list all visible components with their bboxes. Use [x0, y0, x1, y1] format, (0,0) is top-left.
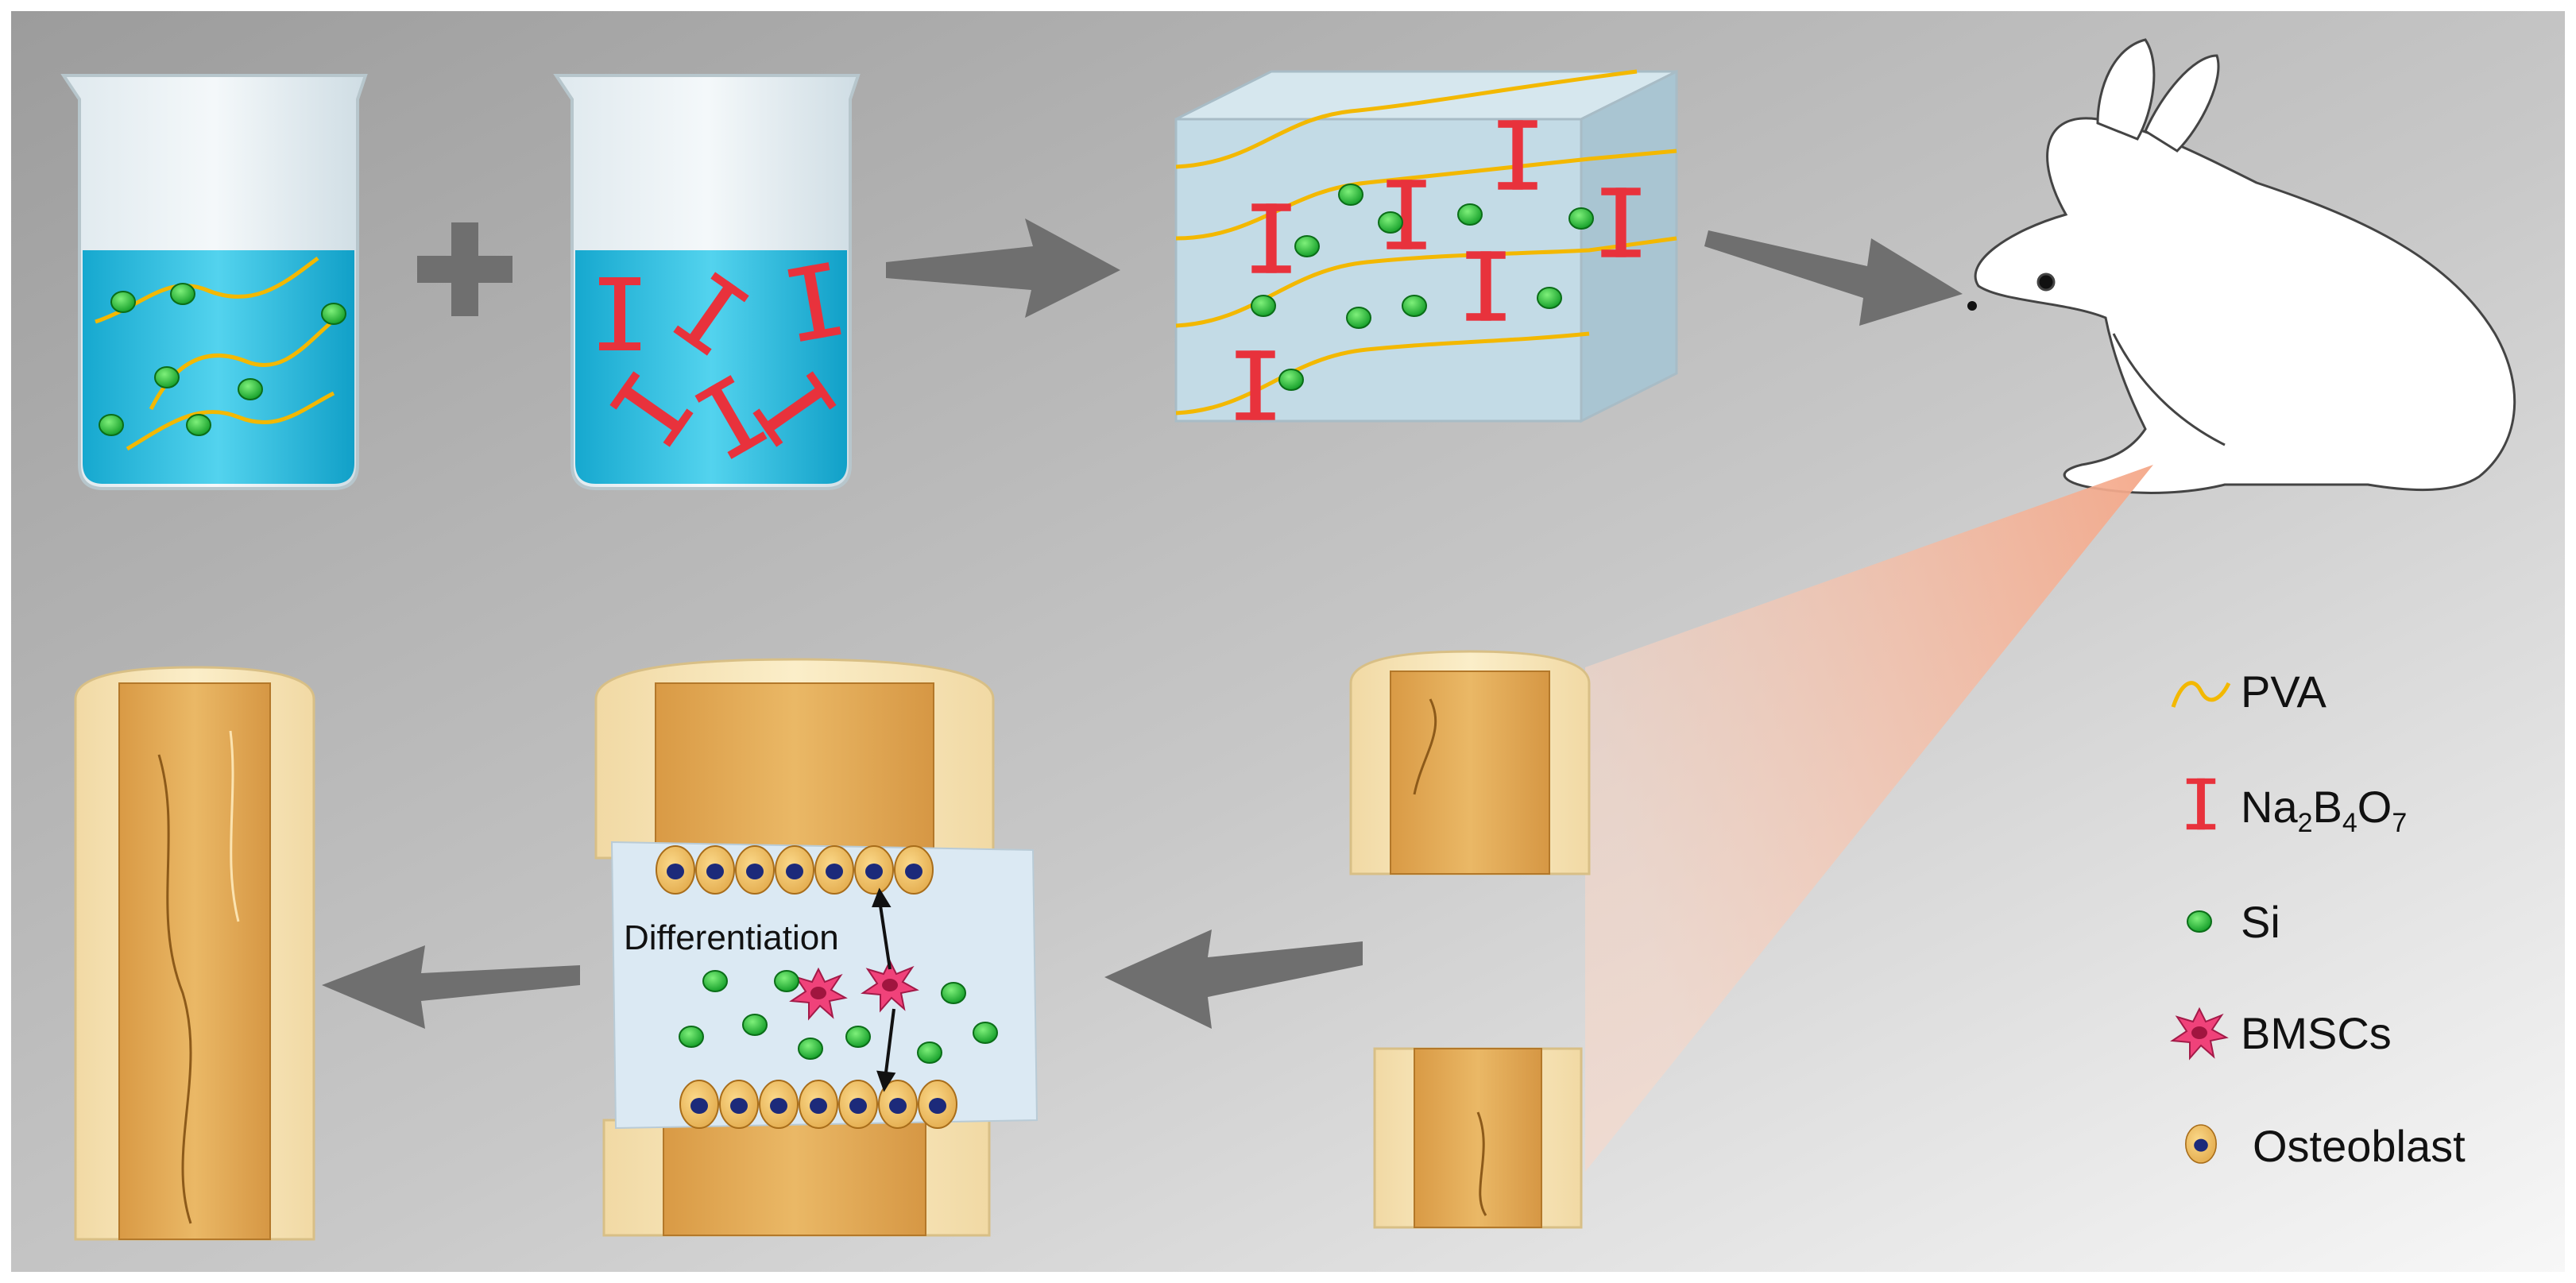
- legend-label-osteoblast: Osteoblast: [2253, 1121, 2466, 1171]
- legend-item-borax: Na2B4O7: [2186, 778, 2407, 838]
- si-particle: [110, 291, 136, 313]
- osteoblast-cell-icon: [2185, 1124, 2217, 1164]
- hydrogel-block: [1174, 69, 1678, 423]
- arrow-to-treatment: [1104, 929, 1363, 1029]
- green-oval-icon: [2187, 910, 2212, 933]
- bone-healed: [74, 666, 315, 1241]
- plus-icon: [417, 222, 512, 316]
- si-particle: [154, 366, 180, 388]
- legend-label-borax: Na2B4O7: [2241, 782, 2407, 838]
- beaker-borax: [553, 74, 861, 490]
- si-particle: [186, 414, 211, 436]
- legend-item-pva: PVA: [2171, 667, 2327, 717]
- zoom-cone: [1585, 465, 2153, 1172]
- arrow-to-healed-bone: [322, 945, 580, 1029]
- si-particle: [321, 303, 346, 325]
- rabbit-illustration: [1967, 38, 2516, 494]
- beaker-pva-si: [60, 74, 368, 490]
- legend-item-osteoblast: Osteoblast: [2185, 1121, 2466, 1171]
- legend-item-bmsc: BMSCs: [2172, 1008, 2392, 1059]
- si-particle: [238, 378, 263, 400]
- legend-item-si: Si: [2187, 897, 2280, 947]
- si-particle: [99, 414, 124, 436]
- bone-with-defect: [1349, 650, 1591, 1229]
- arrow-to-hydrogel: [886, 218, 1120, 318]
- bone-repair-zone: Differentiation: [594, 658, 1039, 1237]
- yellow-wavy-line-icon: [2171, 681, 2231, 708]
- legend: PVA Na2B4O7 Si BMSCs Osteoblast: [2171, 667, 2466, 1171]
- legend-label-pva: PVA: [2241, 667, 2327, 717]
- arrow-to-rabbit: [1704, 230, 1963, 326]
- differentiation-label: Differentiation: [624, 918, 839, 957]
- si-particle: [170, 283, 195, 305]
- legend-label-si: Si: [2241, 897, 2280, 947]
- legend-label-bmsc: BMSCs: [2241, 1008, 2392, 1058]
- differentiation-arrows: [872, 887, 896, 1092]
